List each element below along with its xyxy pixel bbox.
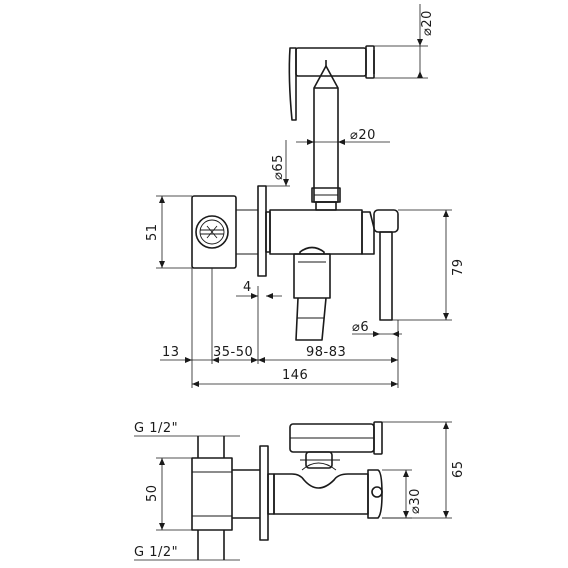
thread-labels: G 1/2" G 1/2" <box>134 421 240 561</box>
body-plan <box>273 451 383 519</box>
dim-65: 65 <box>382 421 466 519</box>
dim-50: 50 <box>145 457 192 531</box>
label-dia6: ⌀6 <box>352 320 369 335</box>
label-thread-bottom: G 1/2" <box>134 545 178 560</box>
label-79: 79 <box>451 258 466 276</box>
dim-dia20-top: ⌀20 <box>374 4 435 79</box>
wall-flange <box>236 185 271 277</box>
dim-dia30: ⌀30 <box>382 469 423 519</box>
label-98-83: 98-83 <box>306 345 346 360</box>
dim-dia6: ⌀6 <box>352 320 402 337</box>
wall-connector <box>191 195 237 269</box>
lever-handle <box>373 209 399 321</box>
dim-row-segments: 13 35-50 98-83 <box>160 268 399 388</box>
label-13: 13 <box>162 345 180 360</box>
valve-body <box>269 209 375 255</box>
label-35-50: 35-50 <box>213 345 253 360</box>
label-65: 65 <box>451 460 466 478</box>
label-dia30: ⌀30 <box>408 488 423 514</box>
label-4: 4 <box>243 280 252 295</box>
label-dia20-mid: ⌀20 <box>350 128 376 143</box>
flange-plan <box>259 445 275 541</box>
dim-4: 4 <box>236 280 282 299</box>
label-146: 146 <box>282 368 308 383</box>
pipe-connectors <box>191 436 260 560</box>
dim-dia65: ⌀65 <box>258 140 290 187</box>
hose-holder <box>293 253 331 341</box>
label-dia65: ⌀65 <box>271 154 286 180</box>
dim-79: 79 <box>392 209 466 321</box>
dim-dia20-mid: ⌀20 <box>296 128 390 145</box>
label-thread-top: G 1/2" <box>134 421 178 436</box>
front-elevation-view: ⌀20 ⌀20 ⌀65 51 <box>145 4 466 388</box>
dim-51: 51 <box>145 195 192 269</box>
plan-view: G 1/2" G 1/2" 50 ⌀30 65 <box>134 421 466 561</box>
shower-head-plan <box>289 421 383 455</box>
label-50: 50 <box>145 484 160 502</box>
dim-146: 146 <box>192 368 398 387</box>
label-51: 51 <box>145 223 160 241</box>
label-dia20-top: ⌀20 <box>420 10 435 36</box>
hand-shower <box>288 45 375 211</box>
